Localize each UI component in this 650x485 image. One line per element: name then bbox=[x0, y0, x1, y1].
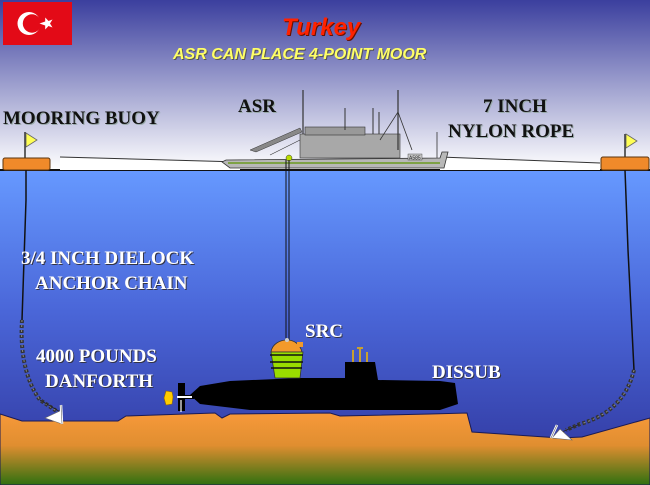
label-dissub: DISSUB bbox=[432, 362, 501, 383]
asr-ship: A585 bbox=[221, 90, 449, 169]
label-src: SRC bbox=[305, 321, 344, 342]
label-rope-line2: NYLON ROPE bbox=[448, 121, 575, 142]
turkish-flag-icon bbox=[3, 2, 72, 45]
label-rope-line1: 7 INCH bbox=[483, 96, 547, 117]
anchor-chain-left bbox=[21, 170, 27, 321]
danforth-anchor-right-icon bbox=[549, 424, 573, 441]
label-anchor-line1: 4000 POUNDS bbox=[36, 346, 157, 367]
subtitle: ASR CAN PLACE 4-POINT MOOR bbox=[173, 46, 427, 63]
pennant-flag-icon bbox=[625, 133, 638, 149]
anchor-chain-right bbox=[624, 169, 635, 371]
nylon-rope-right bbox=[440, 157, 600, 170]
label-asr: ASR bbox=[238, 96, 277, 117]
label-chain-line2: ANCHOR CHAIN bbox=[35, 273, 188, 294]
hull-number: A585 bbox=[409, 156, 421, 162]
dissub-submarine bbox=[163, 347, 458, 412]
country-title: Turkey bbox=[282, 14, 361, 41]
seabed bbox=[0, 412, 650, 485]
label-mooring-buoy: MOORING BUOY bbox=[3, 108, 160, 129]
nylon-rope-left bbox=[60, 157, 240, 170]
mooring-buoy-right bbox=[600, 133, 650, 171]
label-chain-line1: 3/4 INCH DIELOCK bbox=[21, 248, 195, 269]
danforth-anchor-left-icon bbox=[44, 404, 64, 425]
pennant-flag-icon bbox=[25, 132, 38, 148]
label-anchor-line2: DANFORTH bbox=[45, 371, 154, 392]
src-rescue-chamber bbox=[270, 338, 304, 379]
propeller-icon bbox=[163, 390, 174, 406]
